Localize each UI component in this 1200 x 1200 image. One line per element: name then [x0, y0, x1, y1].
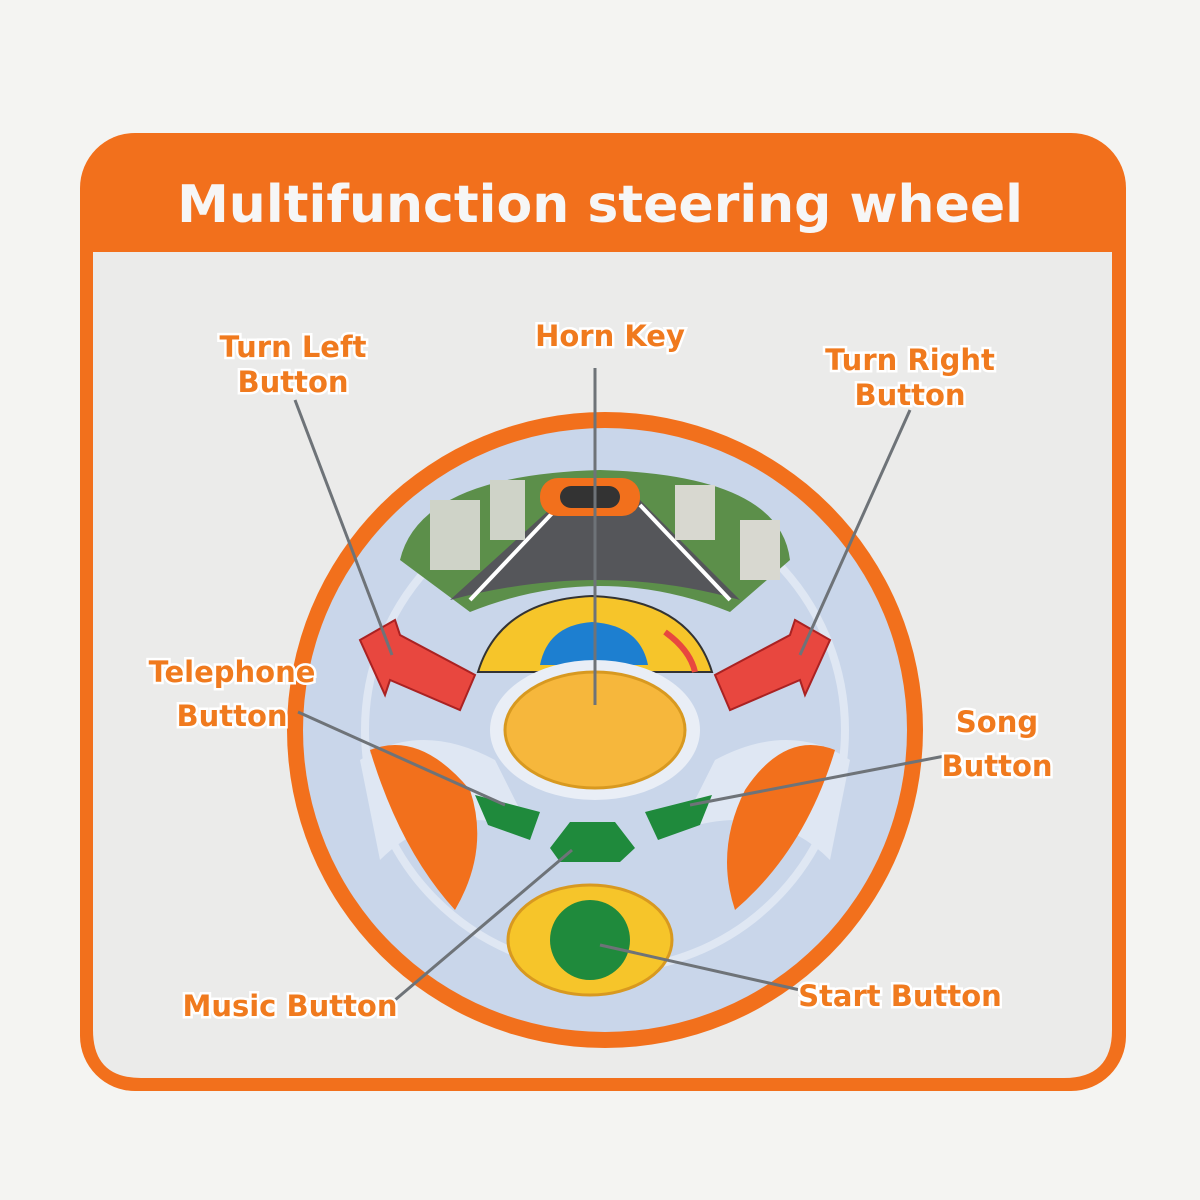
label-turn-left-1: Turn Left [220, 330, 367, 364]
leader-telephone [297, 710, 506, 807]
leader-music [394, 848, 573, 1002]
left-grip [370, 745, 478, 910]
diagram-title: Multifunction steering wheel [177, 175, 1023, 235]
telephone-button[interactable] [475, 795, 540, 840]
label-turn-right-1: Turn Right [825, 343, 995, 377]
leader-start [599, 943, 801, 992]
label-telephone-1: Telephone [149, 655, 316, 689]
label-telephone-2: Button [176, 699, 287, 733]
label-horn: Horn Key [535, 319, 685, 353]
leader-turn-right [798, 409, 912, 656]
label-start: Start Button [798, 979, 1002, 1013]
leader-song [689, 753, 951, 807]
leader-turn-left [293, 399, 394, 656]
label-turn-left-2: Button [237, 365, 348, 399]
song-button[interactable] [645, 795, 712, 840]
label-song-2: Button [941, 749, 1052, 783]
label-music: Music Button [182, 989, 397, 1023]
start-button[interactable] [550, 900, 630, 980]
label-turn-right-2: Button [854, 378, 965, 412]
label-song-1: Song [956, 705, 1038, 739]
turn-right-arrow-button[interactable] [713, 618, 832, 712]
steering-wheel [287, 412, 923, 1048]
right-grip [727, 745, 835, 910]
